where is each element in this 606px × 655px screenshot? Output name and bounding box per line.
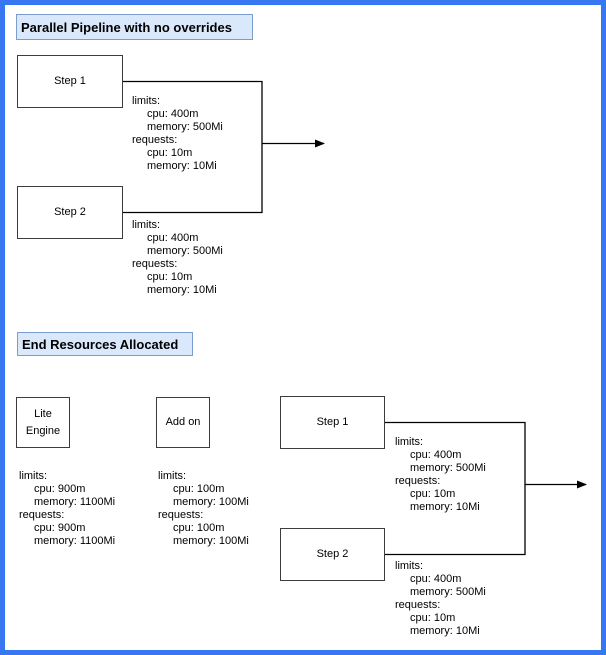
resource-line: cpu: 400m (147, 232, 199, 244)
resource-line: requests: (395, 475, 441, 487)
resource-line: cpu: 10m (147, 271, 193, 283)
s1-merge-bracket (123, 80, 263, 214)
resource-line: limits: (395, 436, 424, 448)
node-label: Step 2 (316, 548, 349, 560)
resource-line: memory: 100Mi (173, 496, 249, 508)
section1-title: Parallel Pipeline with no overrides (16, 14, 253, 40)
resource-line: memory: 10Mi (147, 284, 217, 296)
node-label: Lite Engine (25, 407, 61, 437)
resources-s1-step-2: limits: cpu: 400m memory: 500Mi requests… (132, 219, 223, 297)
resource-line: requests: (395, 599, 441, 611)
resources-s2-step-2: limits: cpu: 400m memory: 500Mi requests… (395, 560, 486, 638)
resource-line: cpu: 100m (173, 522, 225, 534)
resource-line: requests: (132, 258, 178, 270)
resource-line: requests: (19, 509, 65, 521)
resource-line: memory: 500Mi (147, 121, 223, 133)
node-label: Step 1 (316, 416, 349, 428)
section2-title: End Resources Allocated (17, 332, 193, 356)
resource-line: cpu: 10m (147, 147, 193, 159)
node-s2-step-1: Step 1 (280, 396, 385, 449)
resource-line: memory: 500Mi (410, 586, 486, 598)
resource-line: memory: 500Mi (147, 245, 223, 257)
resource-line: requests: (132, 134, 178, 146)
resource-line: limits: (158, 470, 187, 482)
resource-line: memory: 500Mi (410, 462, 486, 474)
resource-line: memory: 10Mi (410, 501, 480, 513)
node-s2-step-2: Step 2 (280, 528, 385, 581)
resources-add-on: limits: cpu: 100m memory: 100Mi requests… (158, 470, 249, 548)
resource-line: cpu: 10m (410, 488, 456, 500)
node-label: Step 1 (54, 75, 86, 87)
resource-line: limits: (395, 560, 424, 572)
resource-line: memory: 1100Mi (34, 496, 116, 508)
node-lite-engine: Lite Engine (16, 397, 70, 448)
resource-line: cpu: 100m (173, 483, 225, 495)
resources-s1-step-1: limits: cpu: 400m memory: 500Mi requests… (132, 95, 223, 173)
resource-line: cpu: 900m (34, 483, 86, 495)
resource-line: cpu: 10m (410, 612, 456, 624)
resource-line: memory: 1100Mi (34, 535, 116, 547)
resource-line: cpu: 900m (34, 522, 86, 534)
node-s1-step-2: Step 2 (17, 186, 123, 239)
resource-line: limits: (19, 470, 48, 482)
resource-line: memory: 10Mi (410, 625, 480, 637)
resource-line: limits: (132, 95, 161, 107)
resources-s2-step-1: limits: cpu: 400m memory: 500Mi requests… (395, 436, 486, 514)
node-label: Add on (165, 416, 201, 428)
node-add-on: Add on (156, 397, 210, 448)
resource-line: limits: (132, 219, 161, 231)
resource-line: memory: 100Mi (173, 535, 249, 547)
resource-line: cpu: 400m (410, 449, 462, 461)
s2-merge-bracket (385, 421, 526, 556)
resource-line: requests: (158, 509, 204, 521)
node-s1-step-1: Step 1 (17, 55, 123, 108)
node-label: Step 2 (54, 206, 86, 218)
resource-line: cpu: 400m (410, 573, 462, 585)
resource-line: cpu: 400m (147, 108, 199, 120)
resources-lite-engine: limits: cpu: 900m memory: 1100Mi request… (19, 470, 115, 548)
resource-line: memory: 10Mi (147, 160, 217, 172)
